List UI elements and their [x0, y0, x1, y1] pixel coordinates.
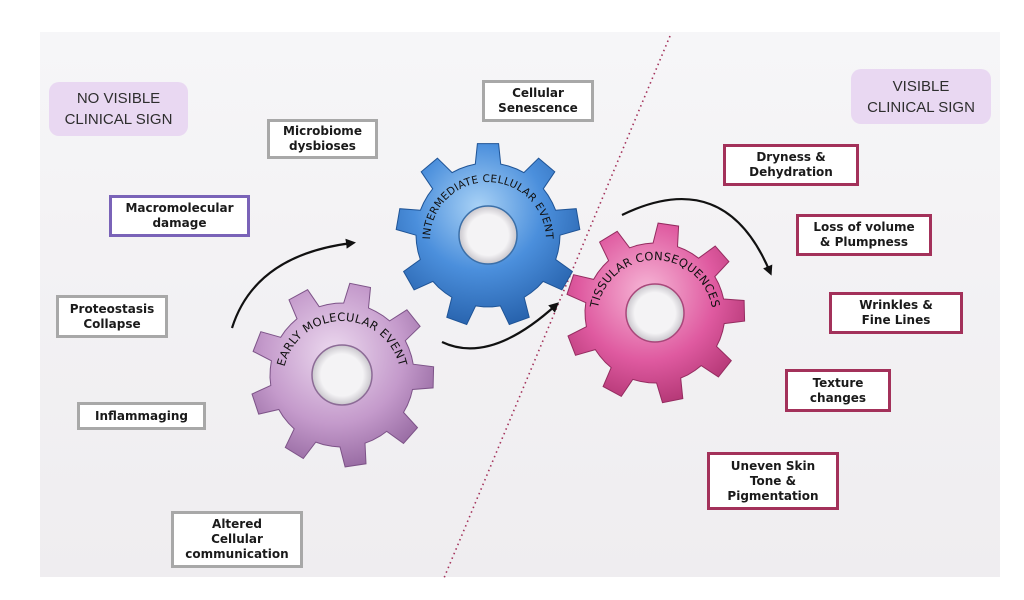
box-texture-changes: Texture changes	[785, 369, 891, 412]
box-macromolecular-damage: Macromolecular damage	[109, 195, 250, 237]
box-microbiome-dysbioses: Microbiome dysbioses	[267, 119, 378, 159]
box-cellular-senescence: Cellular Senescence	[482, 80, 594, 122]
box-wrinkles-fine-lines: Wrinkles & Fine Lines	[829, 292, 963, 334]
arrow-to-tissular	[441, 302, 559, 350]
box-altered-communication: Altered Cellular communication	[171, 511, 303, 568]
gear-tissular	[566, 222, 746, 404]
box-inflammaging: Inflammaging	[77, 402, 206, 430]
box-dryness-dehydration: Dryness & Dehydration	[723, 144, 859, 186]
box-proteostasis-collapse: Proteostasis Collapse	[56, 295, 168, 338]
box-uneven-skin-tone: Uneven Skin Tone & Pigmentation	[707, 452, 839, 510]
gear-intermediate-cellular	[395, 143, 581, 326]
gear-early-molecular	[251, 282, 435, 468]
arrow-early-to-intermediate	[230, 238, 356, 329]
box-loss-of-volume: Loss of volume & Plumpness	[796, 214, 932, 256]
arrow-tissular-to-signs	[621, 198, 773, 276]
header-no-visible-sign: NO VISIBLE CLINICAL SIGN	[49, 82, 188, 136]
header-visible-sign: VISIBLE CLINICAL SIGN	[851, 69, 991, 124]
